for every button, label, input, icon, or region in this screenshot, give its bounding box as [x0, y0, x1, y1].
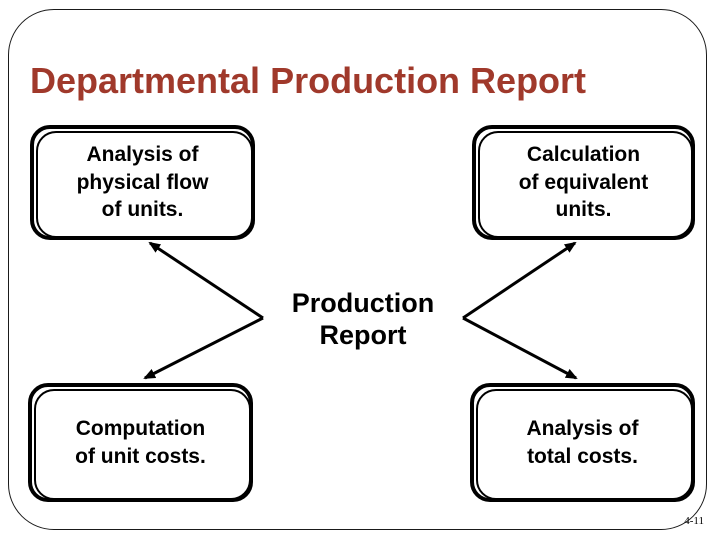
page-title: Departmental Production Report — [30, 60, 587, 101]
node-label: Calculation of equivalent units. — [518, 142, 649, 222]
node-computation-unit-costs: Computation of unit costs. — [28, 383, 253, 502]
center-label-production-report: Production Report — [291, 288, 435, 351]
node-label: Computation of unit costs. — [75, 416, 206, 468]
node-calculation-equivalent-units: Calculation of equivalent units. — [472, 125, 695, 240]
node-analysis-physical-flow: Analysis of physical flow of units. — [30, 125, 255, 240]
node-analysis-total-costs: Analysis of total costs. — [470, 383, 695, 502]
node-label: Analysis of total costs. — [526, 416, 639, 468]
node-label: Analysis of physical flow of units. — [76, 142, 209, 222]
page-number: 4-11 — [684, 515, 704, 527]
